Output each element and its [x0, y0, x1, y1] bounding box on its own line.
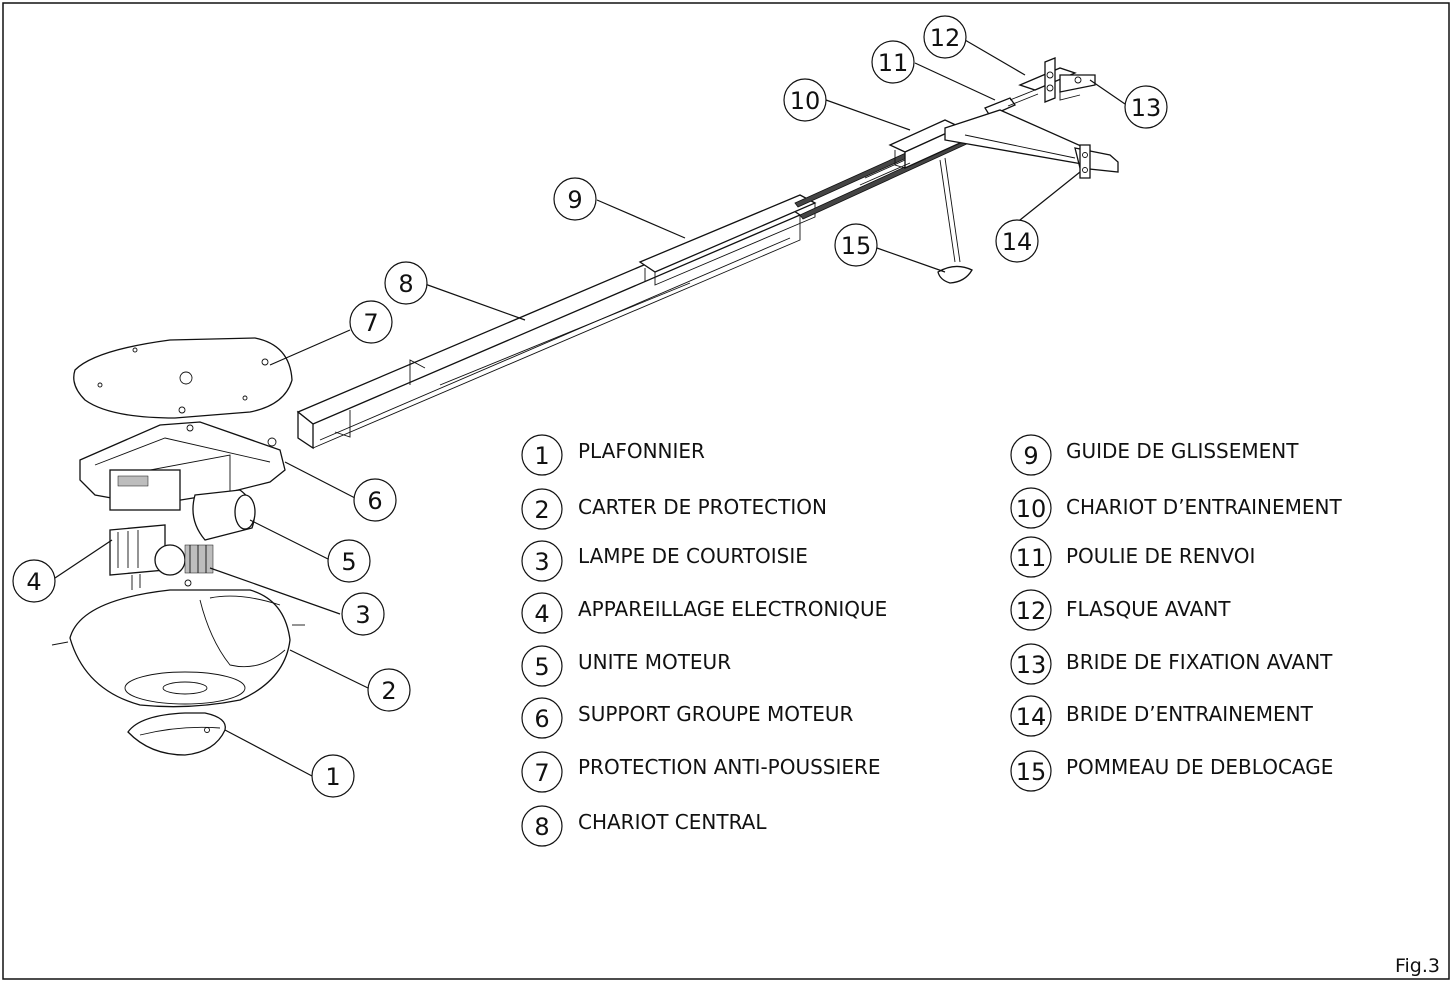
- callout-6: 6: [353, 478, 397, 522]
- legend-item-2: 2 CARTER DE PROTECTION: [521, 488, 827, 530]
- legend-label: GUIDE DE GLISSEMENT: [1066, 439, 1299, 463]
- legend-number: 4: [534, 600, 549, 628]
- legend-item-1: 1 PLAFONNIER: [521, 434, 705, 476]
- callout-number: 9: [567, 186, 582, 214]
- part-12-front-plate: [1018, 57, 1077, 103]
- legend-item-9: 9 GUIDE DE GLISSEMENT: [1010, 434, 1299, 476]
- callout-number: 6: [367, 487, 382, 515]
- callout-4: 4: [12, 559, 56, 603]
- callout-13: 13: [1124, 85, 1168, 129]
- legend-label: BRIDE DE FIXATION AVANT: [1066, 650, 1333, 674]
- legend-number: 3: [534, 548, 549, 576]
- callout-number: 15: [841, 232, 872, 260]
- callout-number: 7: [363, 309, 378, 337]
- callout-10: 10: [783, 78, 827, 122]
- callout-3: 3: [341, 592, 385, 636]
- legend-item-5: 5 UNITE MOTEUR: [521, 645, 731, 687]
- legend-number: 10: [1016, 495, 1047, 523]
- legend-label: POULIE DE RENVOI: [1066, 544, 1255, 568]
- legend-label: CHARIOT CENTRAL: [578, 810, 767, 834]
- callout-1: 1: [311, 754, 355, 798]
- legend-number: 13: [1016, 651, 1047, 679]
- callout-14: 14: [995, 219, 1039, 263]
- part-13-front-bracket: [1059, 74, 1096, 101]
- legend-item-8: 8 CHARIOT CENTRAL: [521, 805, 767, 847]
- callout-number: 8: [398, 270, 413, 298]
- legend-number: 12: [1016, 597, 1047, 625]
- legend-number: 15: [1016, 758, 1047, 786]
- callout-11: 11: [871, 40, 915, 84]
- legend-label: CHARIOT D’ENTRAINEMENT: [1066, 495, 1342, 519]
- leader-lines: [54, 39, 1126, 777]
- legend-label: PLAFONNIER: [578, 439, 705, 463]
- callout-2: 2: [367, 668, 411, 712]
- callout-12: 12: [923, 15, 967, 59]
- legend-item-13: 13 BRIDE DE FIXATION AVANT: [1010, 643, 1333, 685]
- legend-label: PROTECTION ANTI-POUSSIERE: [578, 755, 881, 779]
- legend-item-3: 3 LAMPE DE COURTOISIE: [521, 540, 808, 582]
- legend-label: BRIDE D’ENTRAINEMENT: [1066, 702, 1314, 726]
- figure-label: Fig.3: [1395, 955, 1440, 977]
- callout-5: 5: [327, 539, 371, 583]
- part-3-courtesy-lamp: [154, 544, 214, 576]
- legend-label: UNITE MOTEUR: [578, 650, 731, 674]
- legend-number: 7: [534, 759, 549, 787]
- legend-number: 11: [1016, 544, 1047, 572]
- part-15-release-knob: [937, 157, 973, 284]
- callout-number: 4: [26, 568, 41, 596]
- callout-number: 1: [325, 763, 340, 791]
- legend-label: POMMEAU DE DEBLOCAGE: [1066, 755, 1333, 779]
- callout-15: 15: [834, 223, 878, 267]
- legend-number: 2: [534, 496, 549, 524]
- callout-number: 3: [355, 601, 370, 629]
- legend-item-15: 15 POMMEAU DE DEBLOCAGE: [1010, 750, 1333, 792]
- callout-number: 14: [1002, 228, 1033, 256]
- callout-number: 13: [1131, 94, 1162, 122]
- legend-item-4: 4 APPAREILLAGE ELECTRONIQUE: [521, 592, 887, 634]
- legend-label: LAMPE DE COURTOISIE: [578, 544, 808, 568]
- part-5-motor-unit: [192, 489, 256, 541]
- legend-label: SUPPORT GROUPE MOTEUR: [578, 702, 854, 726]
- callout-number: 10: [790, 87, 821, 115]
- part-1-ceiling-light: [127, 712, 226, 756]
- callout-7: 7: [349, 300, 393, 344]
- legend-number: 8: [534, 813, 549, 841]
- callout-8: 8: [384, 261, 428, 305]
- part-6-motor-support: [79, 421, 286, 511]
- part-7-dust-protection: [73, 337, 293, 419]
- legend: 1 PLAFONNIER 2 CARTER DE PROTECTION 3 LA…: [521, 434, 1342, 847]
- callout-number: 2: [381, 677, 396, 705]
- legend-item-14: 14 BRIDE D’ENTRAINEMENT: [1010, 695, 1314, 737]
- callout-number: 5: [341, 548, 356, 576]
- legend-item-11: 11 POULIE DE RENVOI: [1010, 536, 1255, 578]
- legend-item-6: 6 SUPPORT GROUPE MOTEUR: [521, 697, 854, 739]
- part-14-drive-bracket: [944, 109, 1119, 179]
- legend-item-10: 10 CHARIOT D’ENTRAINEMENT: [1010, 487, 1342, 529]
- legend-item-7: 7 PROTECTION ANTI-POUSSIERE: [521, 751, 881, 793]
- callout-number: 11: [878, 49, 909, 77]
- legend-number: 5: [534, 653, 549, 681]
- legend-label: CARTER DE PROTECTION: [578, 495, 827, 519]
- part-2-protective-cover: [51, 579, 305, 708]
- legend-label: FLASQUE AVANT: [1066, 597, 1231, 621]
- legend-number: 6: [534, 705, 549, 733]
- callout-9: 9: [553, 177, 597, 221]
- legend-item-12: 12 FLASQUE AVANT: [1010, 589, 1231, 631]
- legend-number: 1: [534, 442, 549, 470]
- legend-label: APPAREILLAGE ELECTRONIQUE: [578, 597, 887, 621]
- callout-number: 12: [930, 24, 961, 52]
- legend-number: 14: [1016, 703, 1047, 731]
- legend-number: 9: [1023, 442, 1038, 470]
